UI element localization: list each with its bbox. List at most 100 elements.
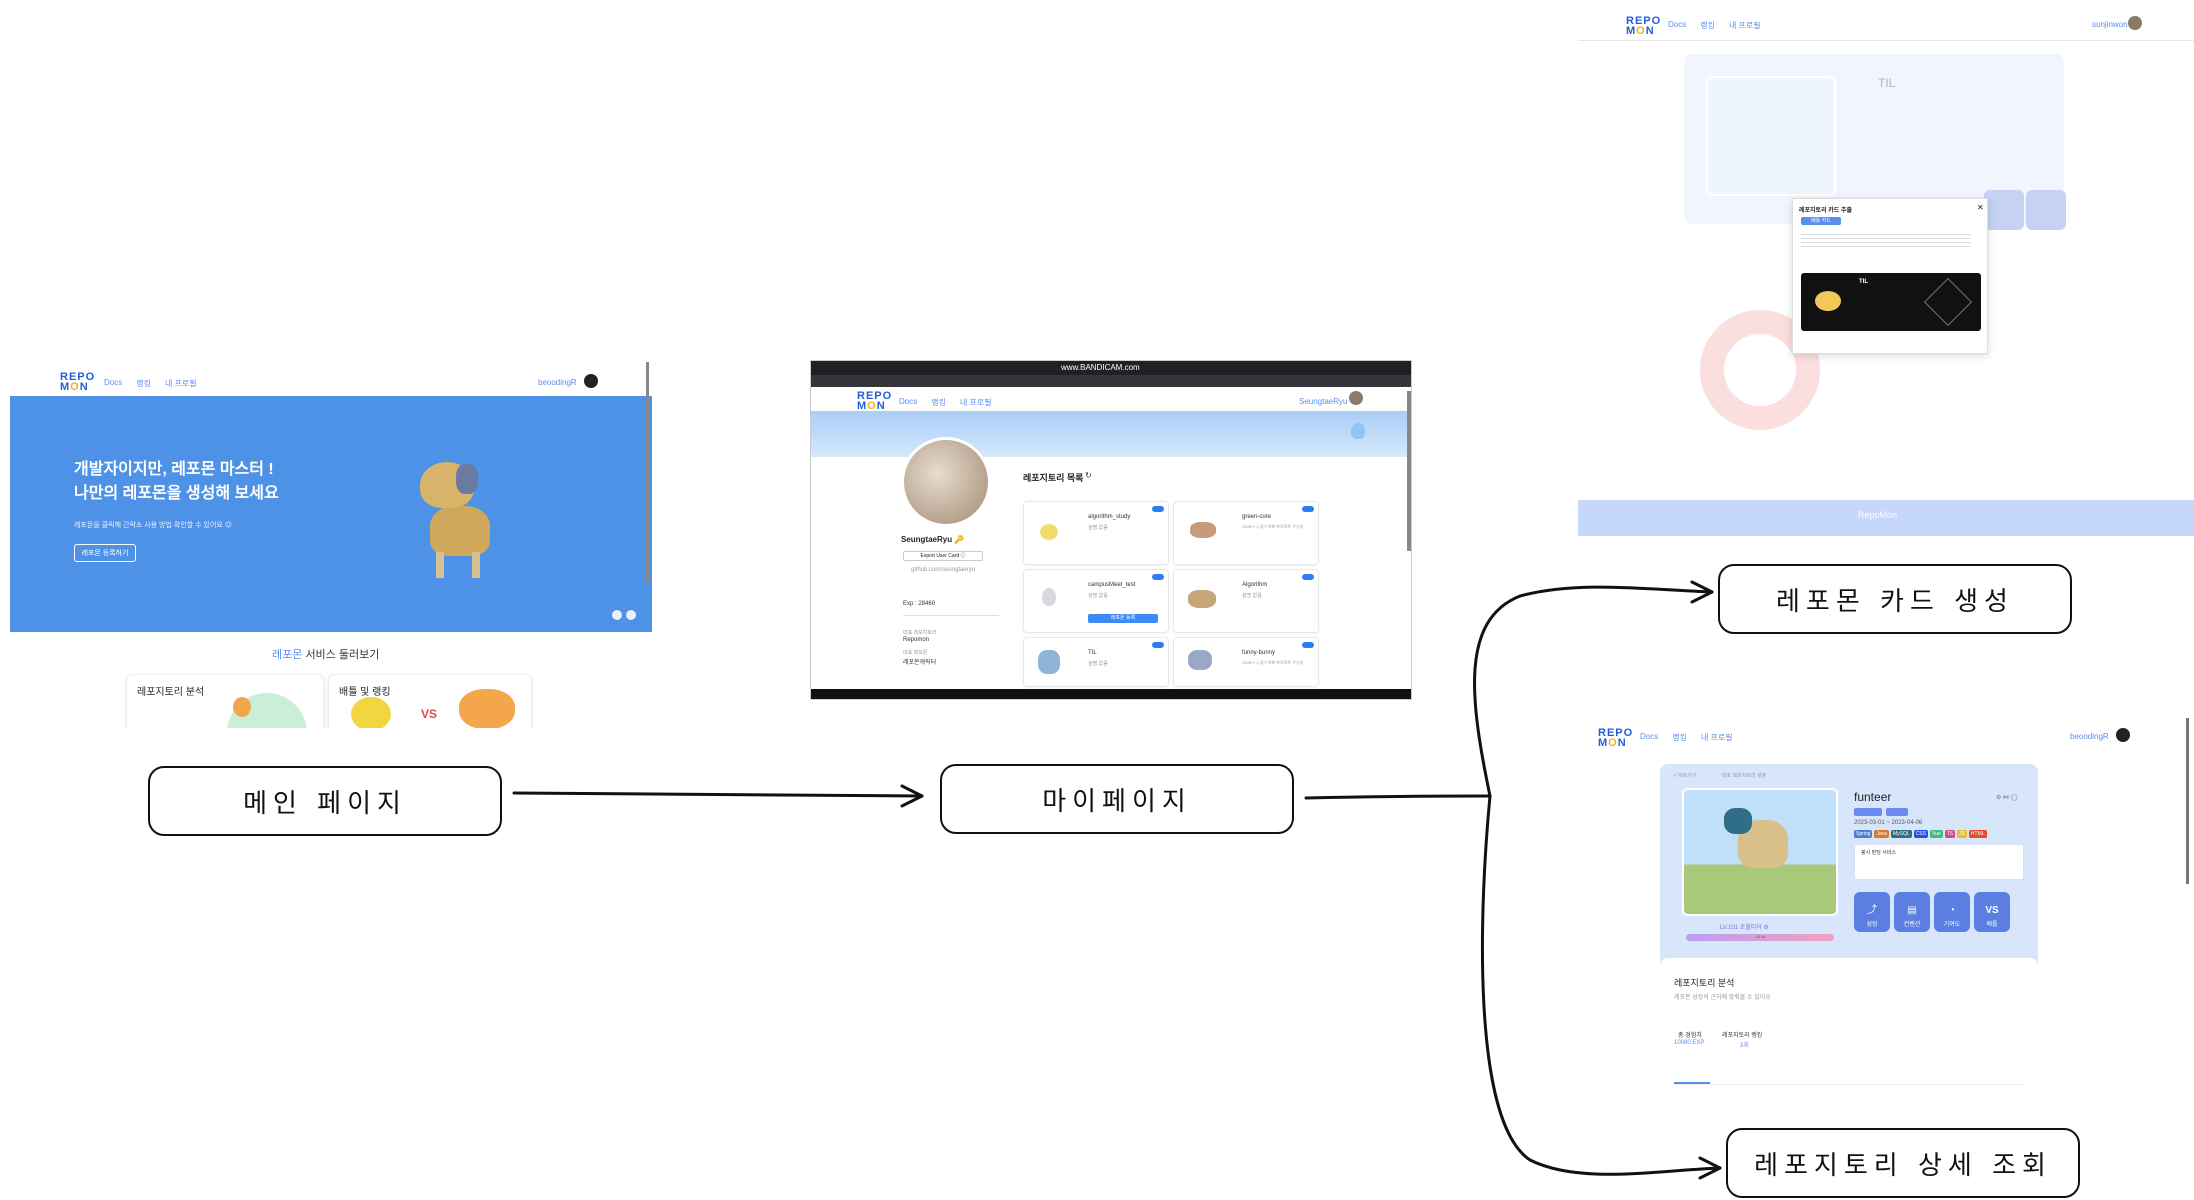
flow-box-my-page: 마이페이지 (940, 764, 1294, 834)
visibility-toggle[interactable] (1152, 642, 1164, 648)
scrollbar[interactable] (646, 362, 649, 584)
logo[interactable]: REPO MON (857, 390, 893, 412)
carousel-next-button[interactable] (626, 610, 636, 620)
repo-action-icons[interactable]: ⚙ ⋈ ◯ (1996, 795, 2018, 801)
nav-profile[interactable]: 내 프로필 (1728, 21, 1761, 30)
exp-percent: 41 % (1756, 934, 1766, 939)
growth-button[interactable]: ⤴ 성장 (1854, 892, 1890, 932)
repo-name: funny-bunny (1242, 650, 1276, 656)
service-card-analysis[interactable]: 레포지토리 분석 (126, 674, 324, 728)
repo-card[interactable]: TIL 설명 없음 (1023, 637, 1169, 687)
nav-profile[interactable]: 내 프로필 (959, 398, 992, 407)
hero-line-1: 개발자이지만, 레포몬 마스터 ! (74, 461, 274, 478)
nav-profile[interactable]: 내 프로필 (164, 379, 197, 388)
avatar[interactable] (2128, 16, 2142, 30)
avatar[interactable] (2116, 728, 2130, 742)
repo-desc: SSAFY 1 광기 특화 프로젝트 우수상 (1242, 524, 1304, 529)
profile-image (901, 437, 991, 527)
repo-card[interactable]: funny-bunny SSAFY 1 광기 특화 프로젝트 우수상 (1173, 637, 1319, 687)
repo-panel (1684, 54, 2064, 224)
nav-docs[interactable]: Docs (1668, 20, 1687, 29)
visibility-toggle[interactable] (1302, 506, 1314, 512)
scrollbar[interactable] (1407, 391, 1411, 551)
refresh-icon[interactable]: ↻ (1085, 471, 1092, 480)
set-main-repo-link[interactable]: 대표 레포지토리 설정 (1722, 773, 1767, 779)
exp-bar-fill (1686, 934, 1834, 941)
service-card-battle[interactable]: 배틀 및 랭킹 VS (328, 674, 532, 728)
nav-ranking[interactable]: 랭킹 (1700, 21, 1715, 30)
analysis-subtitle: 레포몬 성장의 근거에 맞춰볼 수 있어요 (1674, 995, 1771, 1001)
user-name[interactable]: SeungtaeRyu (1299, 397, 1348, 406)
user-name[interactable]: beoodingR (2070, 732, 2109, 741)
visibility-toggle[interactable] (1152, 506, 1164, 512)
windows-taskbar (811, 689, 1411, 699)
profile-divider (903, 615, 999, 616)
close-icon[interactable]: ✕ (1977, 203, 1984, 212)
visibility-toggle[interactable] (1152, 574, 1164, 580)
nav-ranking[interactable]: 랭킹 (1672, 733, 1687, 742)
nav-docs[interactable]: Docs (899, 397, 918, 406)
side-label-2: 대표 레포몬 (903, 650, 928, 656)
visibility-toggle[interactable] (1302, 642, 1314, 648)
carousel-prev-button[interactable] (612, 610, 622, 620)
avatar[interactable] (584, 374, 598, 388)
repo-desc: 설명 없음 (1088, 525, 1108, 531)
nav-ranking[interactable]: 랭킹 (136, 379, 151, 388)
arrow-my-to-branch (1304, 794, 1492, 800)
register-repomon-button[interactable]: 레포몬 등록하기 (74, 544, 136, 562)
modal-tab[interactable]: 배틀 카드 (1801, 217, 1841, 225)
rank-value: 3위 (1740, 1043, 1749, 1049)
pie-chart-icon: ◔ (1948, 905, 1956, 916)
visibility-toggle[interactable] (1302, 574, 1314, 580)
lang-tag: Java (1874, 830, 1890, 838)
arrowhead-to-card (1690, 580, 1714, 604)
repo-detail-screenshot: REPO MON Docs 랭킹 내 프로필 beoodingR < 뒤로가기 … (1546, 718, 2194, 1090)
repo-card[interactable]: Algorithm 설명 없음 (1173, 569, 1319, 633)
register-repomon-button[interactable]: 레포몬 등록 (1088, 614, 1158, 623)
arrowhead-to-detail (1698, 1156, 1722, 1180)
github-link[interactable]: github.com/seungtaeryu (911, 567, 976, 573)
back-link[interactable]: < 뒤로가기 (1674, 773, 1697, 779)
card-repomon (1815, 291, 1841, 311)
repo-card[interactable]: algorithm_study 설명 없음 (1023, 501, 1169, 565)
nav-docs[interactable]: Docs (104, 378, 123, 387)
total-exp-label: 총 경험치 (1678, 1033, 1702, 1039)
repo-card[interactable]: green-core SSAFY 1 광기 특화 프로젝트 우수상 (1173, 501, 1319, 565)
browser-address-bar[interactable] (811, 375, 1411, 387)
repo-desc: SSAFY 1 광기 특화 프로젝트 우수상 (1242, 660, 1304, 665)
lang-tag: HTML (1968, 830, 1987, 838)
nav-profile[interactable]: 내 프로필 (1700, 733, 1733, 742)
convention-button[interactable]: ▤ 컨벤션 (1894, 892, 1930, 932)
scrollbar[interactable] (2186, 718, 2189, 884)
user-name[interactable]: beoodingR (538, 378, 577, 387)
logo[interactable]: REPO MON (1598, 727, 1634, 749)
contribution-button[interactable]: ◔ 기여도 (1934, 892, 1970, 932)
language-tags: Spring Java MySQL CSS Vue TS JS HTML (1854, 830, 1987, 838)
flow-box-repo-detail: 레포지토리 상세 조회 (1726, 1128, 2080, 1198)
logo[interactable]: REPO MON (60, 371, 96, 393)
dog-illustration[interactable] (410, 462, 520, 582)
repo-name: Algorithm (1242, 582, 1268, 588)
logo[interactable]: REPO MON (1626, 15, 1662, 37)
footer-bar (1578, 500, 2194, 536)
my-nav: Docs 랭킹 내 프로필 (899, 397, 992, 408)
rank-label: 레포지토리 랭킹 (1722, 1033, 1763, 1039)
header-divider (1578, 40, 2194, 41)
action-button-faded (1984, 190, 2024, 230)
nav-ranking[interactable]: 랭킹 (931, 398, 946, 407)
card-export-modal: 레포지토리 카드 추출 ✕ 배틀 카드 TIL (1792, 198, 1988, 354)
side-value-1: Repomon (903, 637, 930, 643)
service-heading: 레포몬 서비스 둘러보기 (272, 649, 380, 661)
side-value-2: 레포몬캐릭터 (903, 660, 937, 666)
export-user-card-button[interactable]: Export User Card ⓘ (903, 551, 983, 561)
arrowhead-main-to-my (900, 784, 924, 808)
nav-docs[interactable]: Docs (1640, 732, 1659, 741)
battle-button[interactable]: VS 배틀 (1974, 892, 2010, 932)
repo-card[interactable]: campusMeet_test 설명 없음 레포몬 등록 (1023, 569, 1169, 633)
avatar[interactable] (1349, 391, 1363, 405)
balloon-icon (1351, 423, 1365, 439)
modal-title: 레포지토리 카드 추출 (1799, 208, 1853, 214)
vs-icon: VS (1985, 905, 1999, 916)
user-name[interactable]: sunjinwon (2092, 20, 2128, 29)
exp-bar (1686, 934, 1834, 941)
